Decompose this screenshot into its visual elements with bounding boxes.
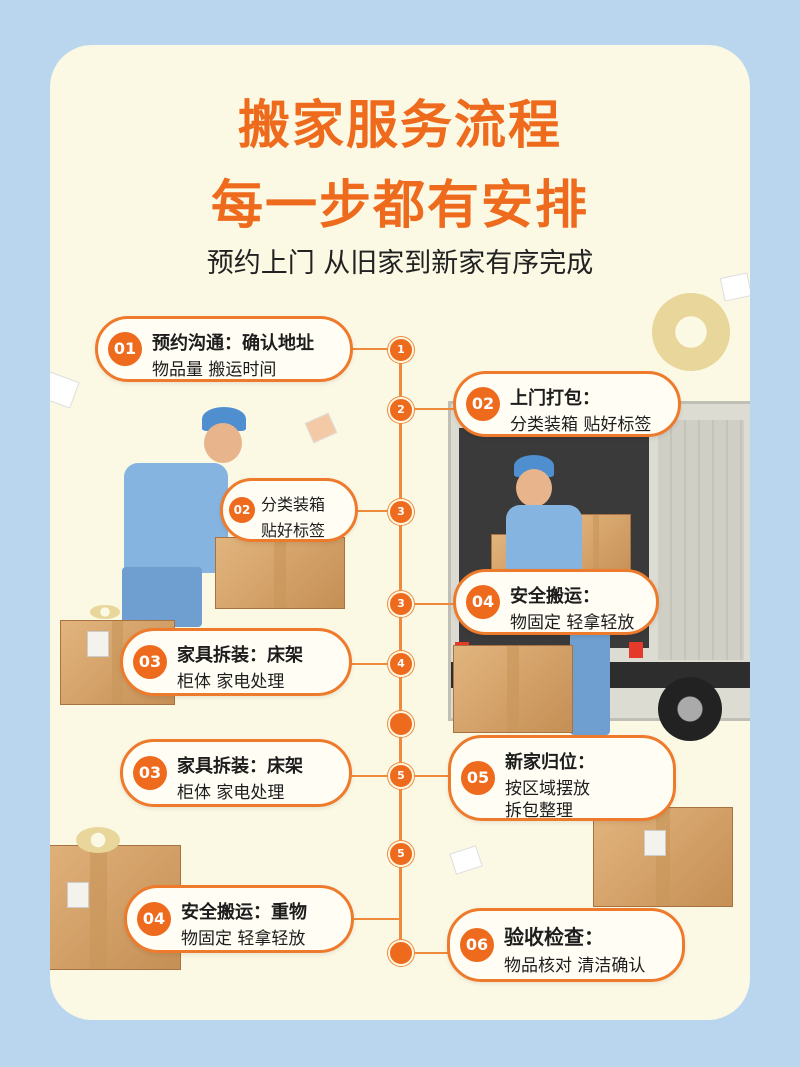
- step-number: 04: [466, 585, 500, 619]
- step-card-02b: 02 分类装箱 贴好标签: [220, 478, 358, 542]
- timeline-node: 3: [388, 499, 414, 525]
- page-title-line1: 搬家服务流程: [237, 96, 562, 156]
- step-title: 验收检查：: [504, 925, 604, 949]
- cardboard-box-icon: [215, 537, 345, 609]
- step-number: 04: [137, 902, 171, 936]
- step-detail: 按区域摆放: [505, 779, 590, 799]
- step-title: 家具拆装：床架: [177, 756, 303, 777]
- step-detail: 柜体 家电处理: [177, 672, 285, 692]
- step-detail: 贴好标签: [261, 521, 326, 540]
- wheel-icon: [658, 677, 722, 741]
- step-detail: 物品核对 清洁确认: [504, 956, 646, 976]
- step-number: 02: [466, 387, 500, 421]
- step-card-03b: 03 家具拆装：床架 柜体 家电处理: [120, 739, 352, 807]
- step-card-05: 05 新家归位： 按区域摆放 拆包整理: [448, 735, 676, 821]
- step-number: 05: [461, 761, 495, 795]
- step-card-01: 01 预约沟通：确认地址 物品量 搬运时间: [95, 316, 353, 382]
- timeline-node: 2: [388, 397, 414, 423]
- step-detail: 分类装箱 贴好标签: [510, 415, 652, 435]
- step-detail: 物固定 轻拿轻放: [510, 613, 635, 633]
- step-card-04: 04 安全搬运： 物固定 轻拿轻放: [453, 569, 659, 635]
- timeline-node: 5: [388, 841, 414, 867]
- step-number: 02: [229, 497, 255, 523]
- step-title: 分类装箱: [261, 495, 326, 514]
- timeline-node: 3: [388, 591, 414, 617]
- tape-roll-icon: [652, 293, 730, 371]
- step-title: 预约沟通：确认地址: [152, 333, 314, 354]
- step-title: 上门打包：: [510, 388, 600, 409]
- timeline-node: 5: [388, 763, 414, 789]
- step-card-02: 02 上门打包： 分类装箱 贴好标签: [453, 371, 681, 437]
- step-title: 安全搬运：重物: [181, 902, 307, 923]
- worker-icon: [120, 407, 290, 627]
- tape-roll-icon: [90, 605, 120, 619]
- step-detail: 拆包整理: [505, 801, 573, 821]
- note-icon: [304, 412, 338, 444]
- timeline-node: [388, 711, 414, 737]
- note-icon: [719, 272, 750, 302]
- step-card-03: 03 家具拆装：床架 柜体 家电处理: [120, 628, 352, 696]
- cardboard-box-icon: [593, 807, 733, 907]
- step-title: 家具拆装：床架: [177, 645, 303, 666]
- tape-roll-icon: [76, 827, 120, 853]
- step-detail: 物固定 轻拿轻放: [181, 929, 306, 949]
- step-number: 06: [460, 928, 494, 962]
- timeline-node: [388, 940, 414, 966]
- cardboard-box-icon: [453, 645, 573, 733]
- step-number: 01: [108, 332, 142, 366]
- note-icon: [50, 369, 80, 409]
- page-subtitle: 预约上门 从旧家到新家有序完成: [206, 248, 594, 279]
- step-title: 安全搬运：: [510, 586, 600, 607]
- timeline-node: 1: [388, 337, 414, 363]
- note-icon: [449, 845, 483, 875]
- infographic-card: 搬家服务流程 每一步都有安排 预约上门 从旧家到新家有序完成: [50, 45, 750, 1020]
- step-card-04b: 04 安全搬运：重物 物固定 轻拿轻放: [124, 885, 354, 953]
- step-number: 03: [133, 756, 167, 790]
- page-title-line2: 每一步都有安排: [210, 176, 589, 236]
- step-card-06: 06 验收检查： 物品核对 清洁确认: [447, 908, 685, 982]
- step-title: 新家归位：: [505, 752, 595, 773]
- step-number: 03: [133, 645, 167, 679]
- timeline-node: 4: [388, 651, 414, 677]
- step-detail: 物品量 搬运时间: [152, 360, 277, 380]
- step-detail: 柜体 家电处理: [177, 783, 285, 803]
